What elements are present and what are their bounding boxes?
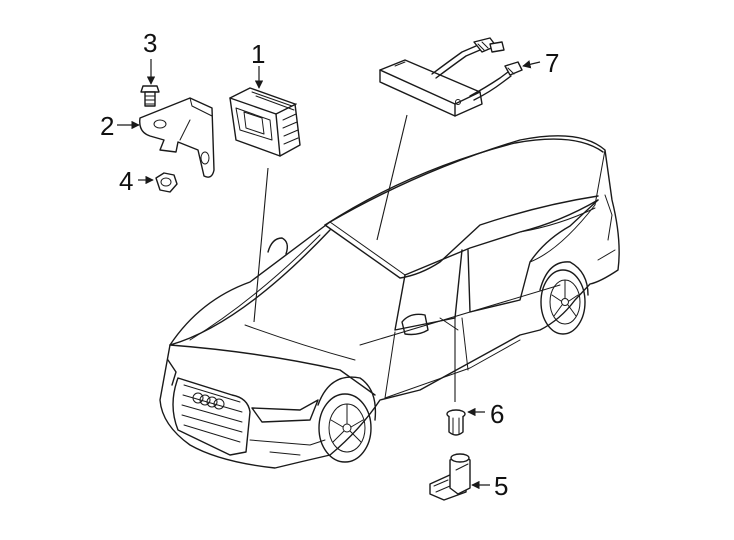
part-bolt xyxy=(140,59,160,107)
leader-lines xyxy=(253,114,456,402)
callout-labels: 1 2 3 4 5 6 7 xyxy=(100,28,559,501)
part-bracket xyxy=(117,97,215,178)
part-antenna-module xyxy=(379,37,541,117)
rear-wheel xyxy=(539,261,589,335)
part-nut xyxy=(138,172,178,193)
callout-3: 3 xyxy=(143,28,157,58)
callout-5: 5 xyxy=(494,471,508,501)
front-wheel xyxy=(317,376,377,463)
part-control-module xyxy=(229,66,301,157)
part-sensor xyxy=(429,453,490,501)
callout-4: 4 xyxy=(119,166,133,196)
callout-1: 1 xyxy=(251,39,265,69)
part-plug xyxy=(446,407,485,436)
callout-6: 6 xyxy=(490,399,504,429)
car-illustration xyxy=(159,135,620,469)
callout-7: 7 xyxy=(545,48,559,78)
callout-2: 2 xyxy=(100,111,114,141)
